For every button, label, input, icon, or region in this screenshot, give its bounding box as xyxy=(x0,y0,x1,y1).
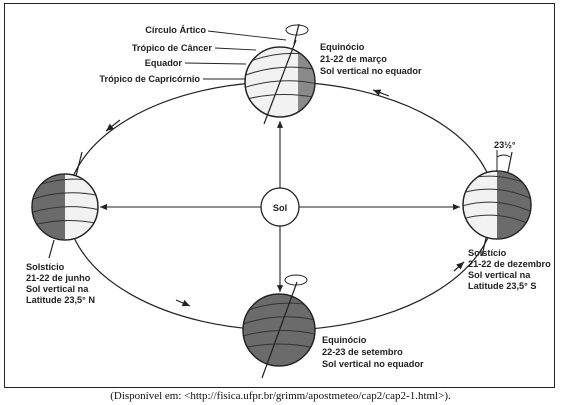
label-tropico-capricornio: Trópico de Capricórnio xyxy=(99,74,200,84)
earth-december xyxy=(462,150,532,257)
label-equador: Equador xyxy=(145,58,183,68)
orbit-arrows xyxy=(105,89,465,307)
earth-september xyxy=(242,274,316,379)
sun-rays xyxy=(100,121,460,292)
earth-march xyxy=(244,23,316,125)
top-caption-line3: Sol vertical no equador xyxy=(320,66,422,76)
bottom-caption-line1: Equinócio xyxy=(322,335,367,345)
diagram-frame xyxy=(4,3,555,388)
bottom-caption-line3: Sol vertical no equador xyxy=(322,359,424,369)
right-caption-line1: Solstício xyxy=(468,248,507,258)
label-tropico-cancer: Trópico de Câncer xyxy=(132,43,213,53)
left-caption-line2: 21-22 de junho xyxy=(26,273,91,283)
earth-june xyxy=(31,151,99,259)
right-caption-line3: Sol vertical na xyxy=(468,270,531,280)
top-caption-line1: Equinócio xyxy=(320,42,365,52)
left-caption-line1: Solstício xyxy=(26,262,65,272)
left-caption-line4: Latitude 23,5° N xyxy=(26,295,95,305)
bottom-caption-line2: 22-23 de setembro xyxy=(322,347,403,357)
sun-label: Sol xyxy=(273,203,287,213)
label-circulo-artico: Círculo Ártico xyxy=(145,24,206,35)
sun-circle xyxy=(260,187,300,227)
top-caption-line2: 21-22 de março xyxy=(320,54,387,64)
right-caption-line4: Latitude 23,5° S xyxy=(468,281,537,291)
left-caption-line3: Sol vertical na xyxy=(26,284,89,294)
angle-label: 23½° xyxy=(494,140,516,150)
right-caption-line2: 21-22 de dezembro xyxy=(468,259,551,269)
source-caption: (Disponível em: <http://fisica.ufpr.br/g… xyxy=(110,390,451,402)
latitude-leaders xyxy=(184,30,287,80)
